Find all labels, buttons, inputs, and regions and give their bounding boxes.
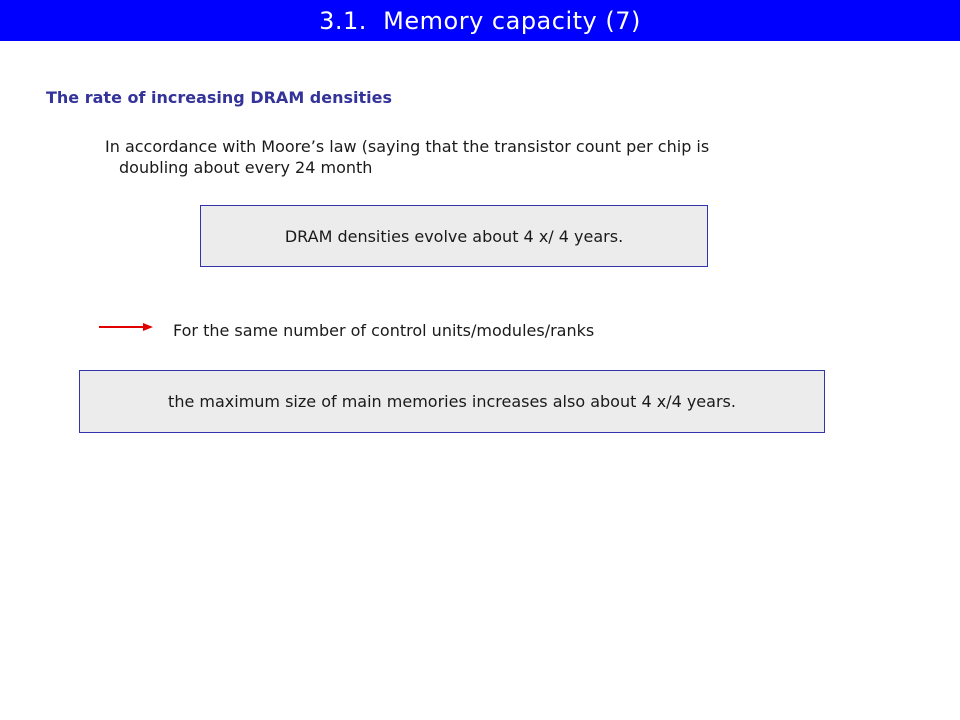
density-evolution-box: DRAM densities evolve about 4 x/ 4 years… bbox=[200, 205, 708, 267]
slide-subtitle: The rate of increasing DRAM densities bbox=[46, 88, 393, 107]
slide-title: 3.1. Memory capacity (7) bbox=[319, 6, 641, 35]
title-bar: 3.1. Memory capacity (7) bbox=[0, 0, 960, 41]
intro-paragraph: In accordance with Moore’s law (saying t… bbox=[105, 136, 865, 178]
memory-size-box: the maximum size of main memories increa… bbox=[79, 370, 825, 433]
intro-line-1: In accordance with Moore’s law (saying t… bbox=[105, 137, 710, 156]
density-evolution-text: DRAM densities evolve about 4 x/ 4 years… bbox=[284, 226, 624, 246]
memory-size-text: the maximum size of main memories increa… bbox=[168, 392, 736, 411]
right-arrow-icon bbox=[99, 323, 153, 331]
arrow-caption: For the same number of control units/mod… bbox=[173, 321, 595, 340]
intro-line-2: doubling about every 24 month bbox=[119, 158, 373, 177]
